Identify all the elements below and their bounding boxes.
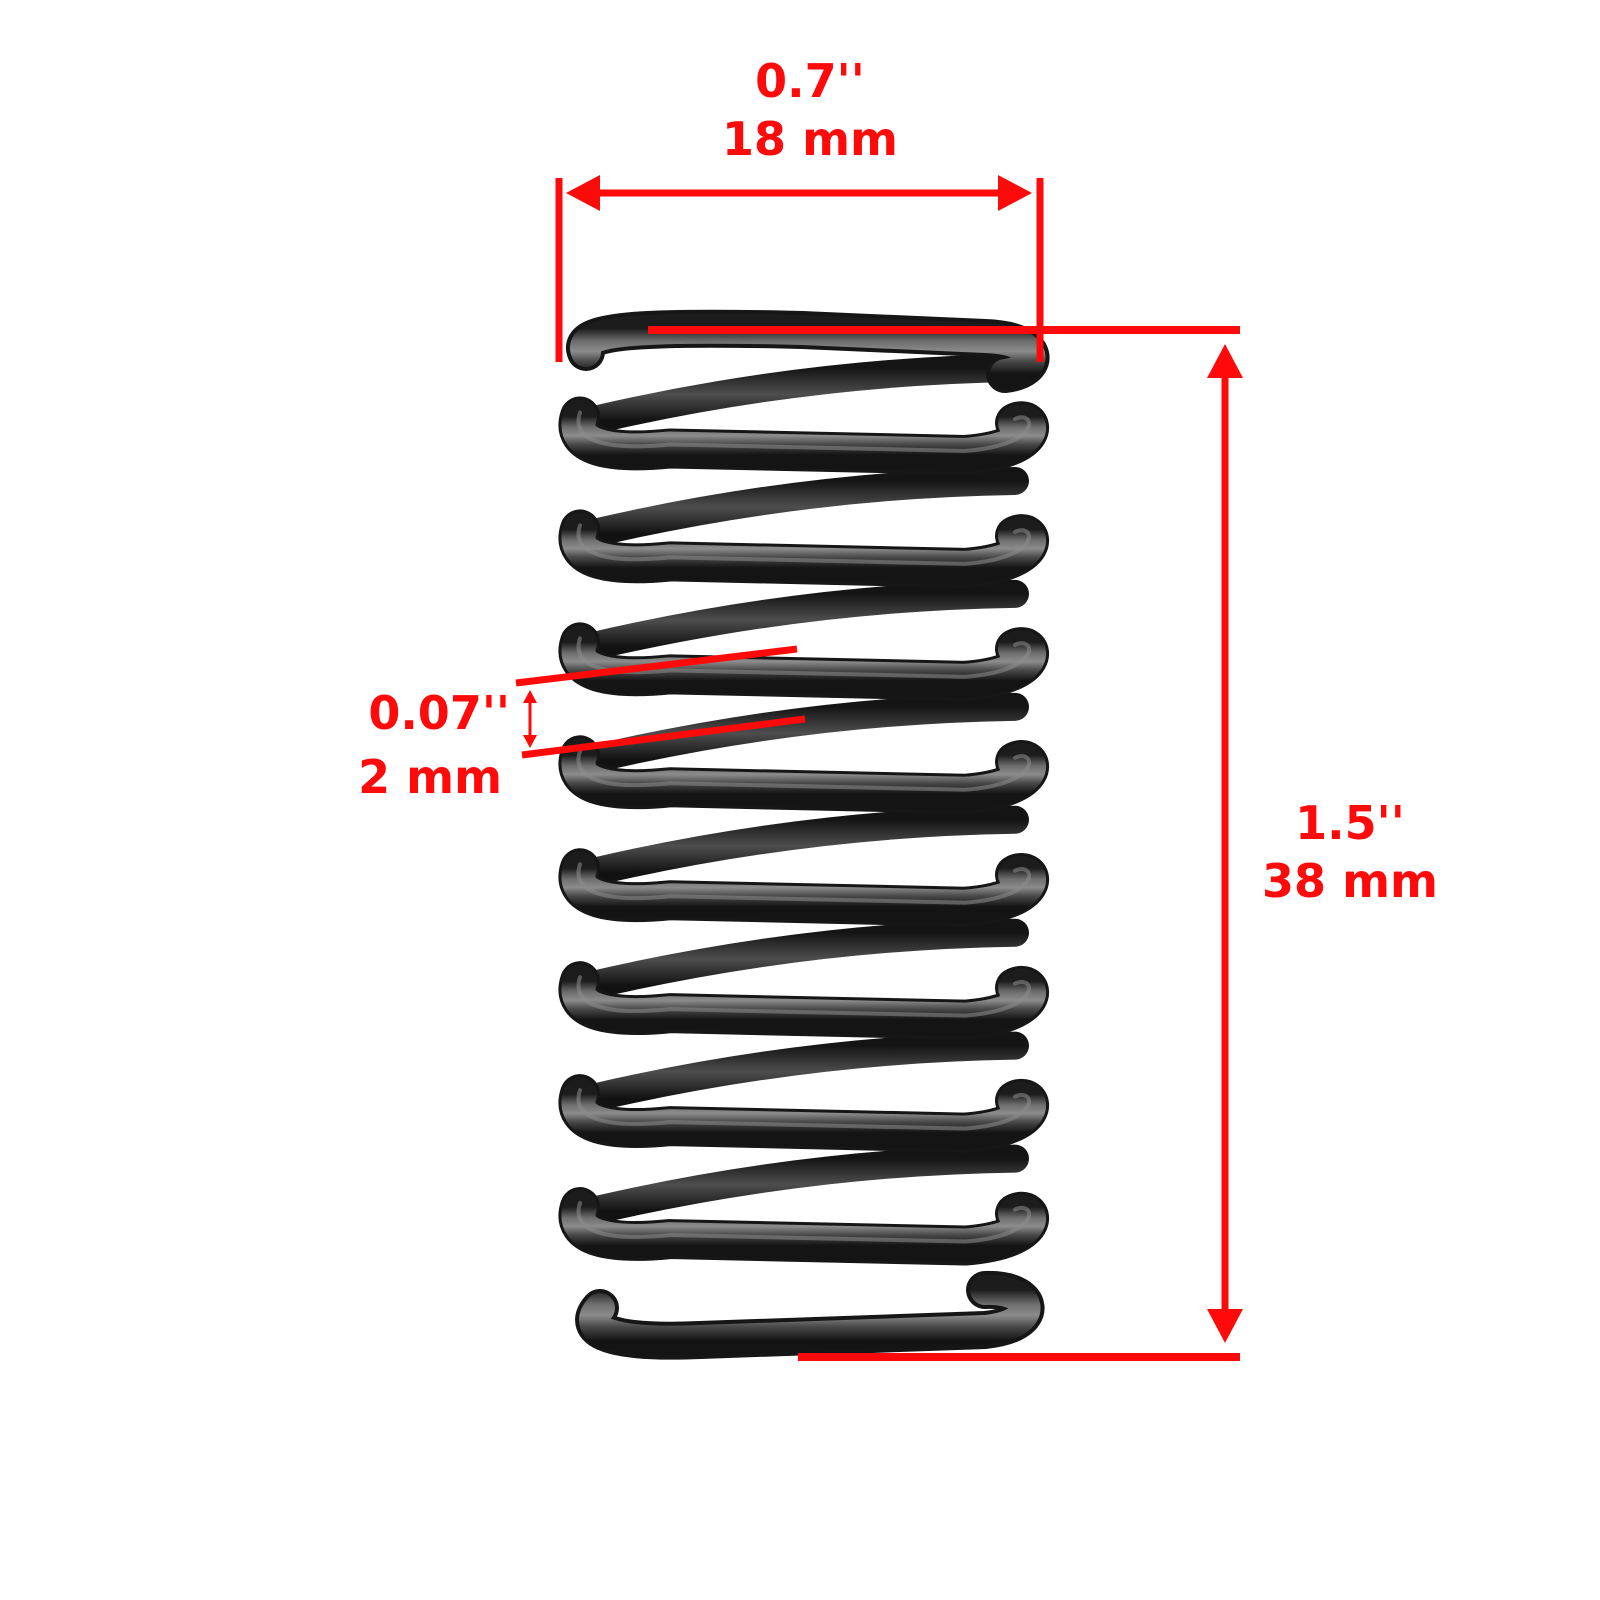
width-inches-text: 0.7''	[755, 54, 865, 108]
spring-coil-highlight	[576, 1201, 1031, 1244]
spring-coil-highlight	[576, 749, 1031, 792]
height-dimension-label: 1.5'' 38 mm	[1250, 794, 1450, 910]
spring-coil-highlight	[576, 975, 1031, 1018]
spring-back-strand	[578, 1031, 1029, 1113]
spring-back-strand	[578, 805, 1029, 887]
spring-back-strand	[578, 1144, 1029, 1226]
spring-back-strand	[578, 918, 1029, 1000]
height-arrow-head-top	[1207, 344, 1243, 378]
spring-coil-highlight	[576, 523, 1031, 566]
height-arrow-head-bottom	[1207, 1309, 1243, 1343]
spring-coil-highlight	[576, 636, 1031, 679]
wire-diameter-label: 0.07'' 2 mm	[350, 684, 510, 804]
wire-lower-line	[521, 715, 806, 759]
width-arrow-head-left	[566, 175, 600, 211]
height-inches-text: 1.5''	[1295, 796, 1405, 850]
width-mm-text: 18 mm	[722, 112, 898, 166]
spring-bottom-end-coil	[579, 1274, 1041, 1356]
spring-coil-highlight	[576, 410, 1031, 453]
wire-mm-text: 2 mm	[358, 750, 502, 804]
spring-coil-highlight	[576, 862, 1031, 905]
wire-arrow-head-bottom	[523, 735, 537, 748]
spring-back-strand	[578, 579, 1029, 661]
width-arrow-head-right	[998, 175, 1032, 211]
spring-coil-highlight	[576, 1088, 1031, 1131]
spring-back-strand	[578, 466, 1029, 548]
width-dimension-label: 0.7'' 18 mm	[700, 52, 920, 168]
compression-spring-icon	[558, 309, 1050, 1360]
spring-back-strand	[578, 692, 1029, 774]
spring-back-strand	[578, 354, 1029, 435]
wire-inches-text: 0.07''	[368, 686, 510, 740]
dimension-annotations	[515, 175, 1243, 1361]
wire-upper-line	[515, 645, 798, 687]
height-mm-text: 38 mm	[1262, 854, 1438, 908]
wire-arrow-head-top	[523, 690, 537, 703]
